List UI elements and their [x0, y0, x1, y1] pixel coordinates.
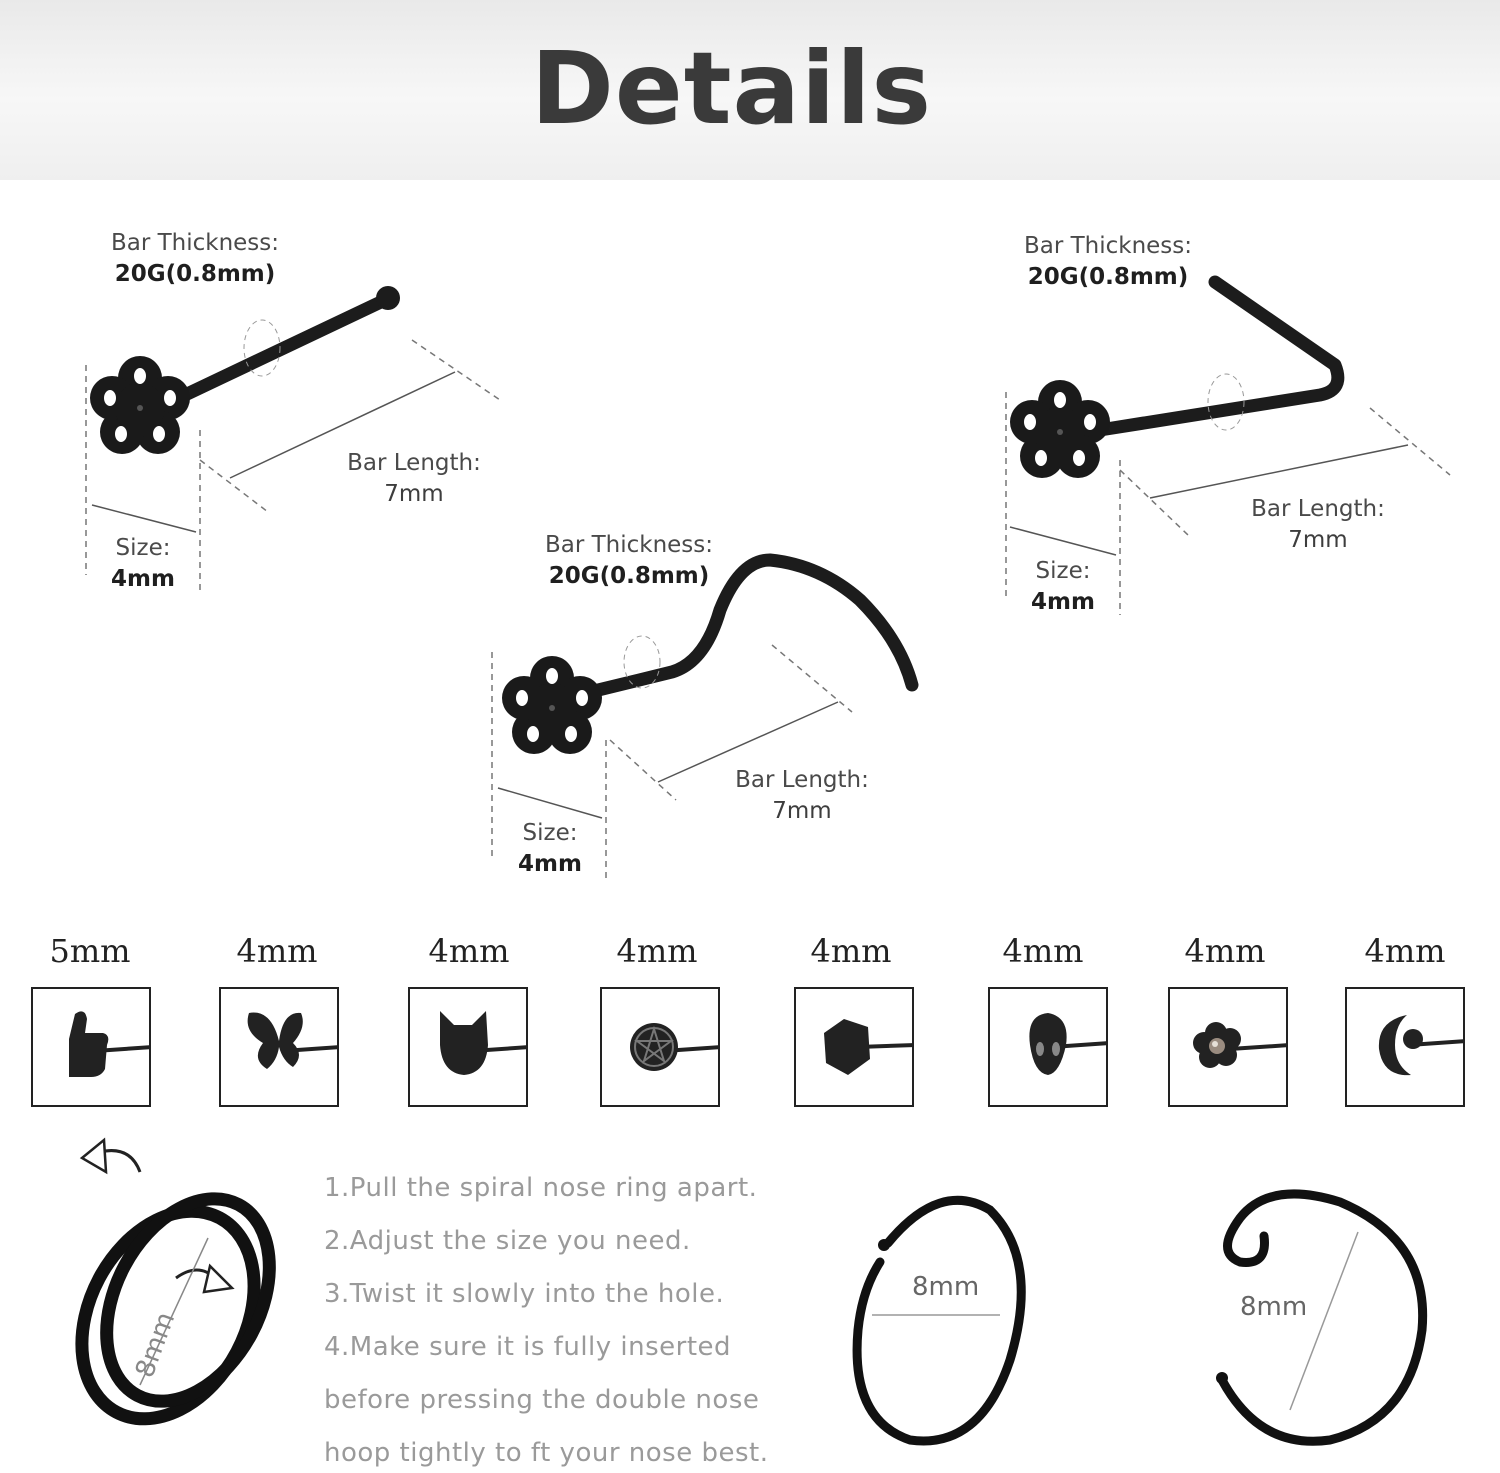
thickness-caption: Bar Thickness: [544, 532, 714, 558]
header-banner: Details [0, 0, 1500, 180]
l-shape-length-label: Bar Length: 7mm [1238, 494, 1398, 556]
length-caption: Bar Length: [735, 767, 869, 793]
shape-size-label: 5mm [49, 932, 131, 970]
thickness-value: 20G(0.8mm) [1027, 264, 1189, 290]
straight-thickness-label: Bar Thickness: 20G(0.8mm) [95, 228, 295, 290]
pentagram-icon [600, 987, 720, 1107]
l-shape-thickness-label: Bar Thickness: 20G(0.8mm) [1008, 231, 1208, 293]
l-shape-size-label: Size: 4mm [1013, 556, 1113, 618]
open-hoop-size-label: 8mm [912, 1272, 980, 1302]
shape-size-label: 4mm [810, 932, 892, 970]
size-value: 4mm [518, 851, 582, 877]
shape-size-label: 4mm [236, 932, 318, 970]
screw-thickness-label: Bar Thickness: 20G(0.8mm) [529, 530, 729, 592]
alien-head-icon [988, 987, 1108, 1107]
size-value: 4mm [111, 566, 175, 592]
instruction-step: 3.Twist it slowly into the hole. [324, 1279, 725, 1309]
page-title: Details [530, 30, 933, 147]
shape-size-label: 4mm [616, 932, 698, 970]
shape-size-label: 4mm [1364, 932, 1446, 970]
instruction-step: 4.Make sure it is fully inserted [324, 1332, 732, 1362]
length-caption: Bar Length: [1251, 496, 1385, 522]
instruction-step: 1.Pull the spiral nose ring apart. [324, 1173, 758, 1203]
length-value: 7mm [384, 481, 444, 507]
screw-stud-icon [491, 553, 919, 880]
cat-head-icon [408, 987, 528, 1107]
butterfly-icon [219, 987, 339, 1107]
thickness-value: 20G(0.8mm) [548, 563, 710, 589]
moon-icon [1345, 987, 1465, 1107]
hexagon-icon [794, 987, 914, 1107]
length-value: 7mm [772, 798, 832, 824]
crystal-flower-icon [1168, 987, 1288, 1107]
instruction-step: 2.Adjust the size you need. [324, 1226, 691, 1256]
shape-size-label: 4mm [1002, 932, 1084, 970]
size-value: 4mm [1031, 589, 1095, 615]
thumbs-up-icon [31, 987, 151, 1107]
instruction-step: before pressing the double nose [324, 1385, 760, 1415]
length-caption: Bar Length: [347, 450, 481, 476]
straight-stud-icon [85, 286, 501, 595]
shape-size-label: 4mm [1184, 932, 1266, 970]
straight-length-label: Bar Length: 7mm [334, 448, 494, 510]
shape-size-label: 4mm [428, 932, 510, 970]
size-caption: Size: [522, 820, 578, 846]
size-caption: Size: [115, 535, 171, 561]
curl-hoop-size-label: 8mm [1240, 1292, 1308, 1322]
length-value: 7mm [1288, 527, 1348, 553]
thickness-caption: Bar Thickness: [1023, 233, 1193, 259]
straight-size-label: Size: 4mm [93, 533, 193, 595]
screw-length-label: Bar Length: 7mm [722, 765, 882, 827]
thickness-caption: Bar Thickness: [110, 230, 280, 256]
instruction-step: hoop tightly to ft your nose best. [324, 1438, 769, 1468]
l-shape-stud-icon [1005, 275, 1451, 615]
screw-size-label: Size: 4mm [500, 818, 600, 880]
size-caption: Size: [1035, 558, 1091, 584]
thickness-value: 20G(0.8mm) [114, 261, 276, 287]
